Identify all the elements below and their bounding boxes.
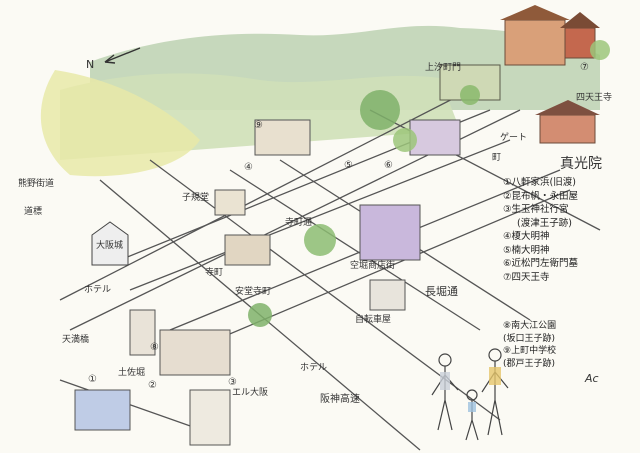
north-arrow [104,47,141,64]
jitensha-label: 自転車屋 [355,313,391,325]
legend-item-2: ②昆布帆・永田屋 [503,190,579,202]
osaka-castle-label: 大阪城 [96,239,123,251]
legend-item-1: ①八軒家浜(旧渡) [503,177,576,188]
legend-secondary: ⑧南大江公園 (坂口王子跡) ⑨上町中学校 (郡戸王子跡) [503,320,633,370]
kokodo-label: 子規堂 [182,191,209,203]
map-number-7: ⑦ [580,62,589,73]
legend-item-5: ⑤楠大明神 [503,244,550,256]
legend: ①八軒家浜(旧渡) ②昆布帆・永田屋 ③生玉神社行宮 (渡津王子跡) ④榎大明神… [503,176,633,284]
tenmabashi-label: 天満橋 [62,333,89,345]
map-number-1: ① [88,374,97,385]
kuhojicho-label: 空堀商店街 [350,259,395,271]
anzaiji-label: 安堂寺町 [235,285,271,297]
figure-colors [440,367,501,412]
green-field-wash [40,70,201,177]
legend-item-8: ⑧南大江公園 [503,321,557,331]
shitennoji-label: 四天王寺 [576,92,612,103]
map-number-2: ② [148,380,157,391]
legend-item-9-note: (郡戸王子跡) [503,358,556,369]
hotel-bottom-label: ホテル [300,362,327,373]
map-number-4: ④ [244,162,253,173]
gate-label: ゲート [500,131,527,143]
map-number-5: ⑤ [344,160,353,171]
map-number-6: ⑥ [384,160,393,171]
kojimachi-top-label: 上汐町門 [425,61,461,73]
lsaka-label: エル大阪 [232,386,268,398]
tera-label: 寺町 [205,267,223,278]
legend-item-8-note: (坂口王子跡) [503,333,556,344]
legend-item-4: ④榎大明神 [503,231,550,242]
hotel-left-label: ホテル [84,284,111,295]
sonozaki-label: 寺町通 [285,217,312,228]
cho-label: 町 [492,153,501,163]
map-number-8: ⑧ [150,342,159,353]
building-sketches [74,5,600,446]
artist-signature: Ac [584,372,599,385]
legend-item-3: ③生玉神社行宮 [503,204,569,215]
title-label: 真光院 [560,156,602,172]
legend-item-3-note: (渡津王子跡) [517,217,572,229]
nagahori-label: 長堀通 [425,285,458,298]
legend-item-9: ⑨上町中学校 [503,346,557,356]
tosabori-label: 土佐堀 [118,366,145,378]
kumano-marker-line1: 熊野街道 [18,177,54,189]
legend-item-7: ⑦四天王寺 [503,271,550,283]
kumano-marker-line2: 道標 [24,205,42,217]
hanshin-label: 阪神高速 [320,392,360,405]
north-label: N [86,58,94,71]
map-number-9: ⑨ [254,120,263,131]
legend-item-6: ⑥近松門左衛門墓 [503,258,579,269]
trees [248,40,610,327]
map-number-3: ③ [228,377,237,388]
